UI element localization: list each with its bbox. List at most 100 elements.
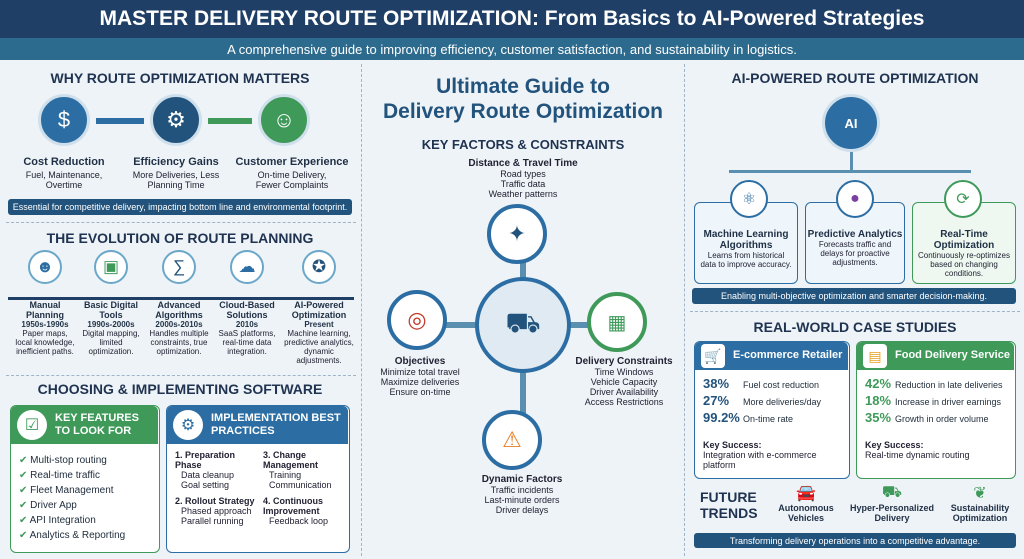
future-item-1: 🚘 Autonomous Vehicles [766,483,846,523]
era-desc: Handles multiple constraints, true optim… [149,329,209,356]
center-title-line2: Delivery Route Optimization [382,100,664,123]
case-title: E-commerce Retailer [733,349,843,361]
autonomous-car-icon: 🚘 [796,485,816,502]
era-years: Present [304,320,334,329]
feature-item: ✔ Analytics & Reporting [19,530,126,541]
checklist-icon: ☑ [17,410,47,440]
ai-title: AI-POWERED ROUTE OPTIMIZATION [731,70,979,86]
factors-diagram [387,204,647,470]
why-title: WHY ROUTE OPTIMIZATION MATTERS [50,70,310,86]
future-label: Autonomous Vehicles [778,503,834,523]
era-years: 2010s [235,320,259,329]
customer-icon: ☺ [258,94,310,146]
page-subtitle: A comprehensive guide to improving effic… [0,38,1024,60]
case-key: Key Success:Real-time dynamic routing [865,440,970,460]
evolution-item-1: ☻ Manual Planning 1950s-1990s Paper maps… [14,250,76,356]
calendar-icon: ▦ [607,311,627,334]
era-name: Basic Digital Tools [83,300,139,320]
dollar-icon: $ [38,94,90,146]
stat-row: 42%Reduction in late deliveries [865,376,1003,391]
leaf-icon: ❦ [973,485,987,502]
era-desc: SaaS platforms, real-time data integrati… [218,329,276,356]
cases-title: REAL-WORLD CASE STUDIES [753,319,957,335]
evolution-item-4: ☁ Cloud-Based Solutions 2010s SaaS platf… [214,250,280,356]
ai-note: Enabling multi-objective optimization an… [692,288,1016,304]
check-icon: ✔ [19,485,31,496]
center-title-line1: Ultimate Guide to [436,75,610,98]
timeline-line [8,297,354,300]
customer-label: Customer Experience [235,156,349,168]
refresh-icon: ⟳ [944,180,982,218]
feature-item: ✔ API Integration [19,515,96,526]
person-icon: ☻ [28,250,62,284]
stat-row: 27%More deliveries/day [703,393,822,408]
stat-row: 38%Fuel cost reduction [703,376,820,391]
case-ecommerce: 🛒 E-commerce Retailer 38%Fuel cost reduc… [694,341,850,479]
future-item-3: ❦ Sustainability Optimization [940,483,1020,523]
arrow-right-icon [96,118,144,124]
ai-card-ml: Machine Learning Algorithms Learns from … [694,202,798,284]
ai-card-desc: Learns from historical data to improve a… [700,251,792,269]
food-bag-icon: ▤ [863,344,887,368]
truck-icon: ⛟ [505,307,541,338]
ai-card-desc: Continuously re-optimizes based on chang… [917,251,1011,278]
gear-clock-icon: ⚙ [150,94,202,146]
ai-card-title: Predictive Analytics [807,229,903,240]
stat-row: 99.2%On-time rate [703,410,794,425]
dynamic-node [482,410,542,470]
era-years: 1990s-2000s [87,320,135,329]
era-name: AI-Powered Optimization [291,300,347,320]
feature-item: ✔ Fleet Management [19,485,114,496]
practices-box: ⚙ IMPLEMENTATION BEST PRACTICES 1. Prepa… [166,405,350,553]
ai-card-title: Real-Time Optimization [933,229,995,251]
center-hub [475,277,571,373]
constraints-node [587,292,647,352]
feature-item: ✔ Driver App [19,500,77,511]
why-note: Essential for competitive delivery, impa… [8,199,352,215]
software-title: CHOOSING & IMPLEMENTING SOFTWARE [37,381,323,397]
page-title: MASTER DELIVERY ROUTE OPTIMIZATION: From… [0,0,1024,38]
stat-row: 35%Growth in order volume [865,410,989,425]
stat-row: 18%Increase in driver earnings [865,393,1002,408]
truck-brain-icon: ✪ [302,250,336,284]
features-list: ✔ Multi-stop routing ✔ Real-time traffic… [19,453,159,543]
future-label: Hyper-Personalized Delivery [849,503,935,523]
check-icon: ✔ [19,470,31,481]
cloud-icon: ☁ [230,250,264,284]
arrow-right-icon [208,118,252,124]
customer-desc: On-time Delivery, Fewer Complaints [255,170,329,190]
features-title: KEY FEATURES TO LOOK FOR [55,412,139,437]
divider-right [684,64,685,556]
feature-item: ✔ Real-time traffic [19,470,101,481]
distance-node [487,204,547,264]
check-icon: ✔ [19,455,31,466]
future-item-2: ⛟ Hyper-Personalized Delivery [846,483,938,523]
delivery-truck-icon: ⛟ [881,484,903,501]
practices-title: IMPLEMENTATION BEST PRACTICES [211,412,341,437]
ai-card-title: Machine Learning Algorithms [703,229,789,251]
evolution-title: THE EVOLUTION OF ROUTE PLANNING [46,230,314,246]
era-years: 1950s-1990s [21,320,69,329]
efficiency-label: Efficiency Gains [133,156,219,168]
separator [690,311,1020,312]
factors-title: KEY FACTORS & CONSTRAINTS [421,137,625,152]
case-stats: 42%Reduction in late deliveries 18%Incre… [865,376,1015,427]
cart-icon: 🛒 [701,344,725,368]
why-section: $ ⚙ ☺ Cost Reduction Fuel, Maintenance, … [0,90,360,202]
circuit-icon: ⚛ [730,180,768,218]
evolution-item-2: ▣ Basic Digital Tools 1990s-2000s Digita… [80,250,142,356]
check-icon: ✔ [19,530,30,541]
cost-reduction-desc: Fuel, Maintenance, Overtime [25,170,103,190]
era-years: 2000s-2010s [155,320,203,329]
target-icon: ◎ [407,307,427,332]
case-title: Food Delivery Service [895,349,1010,361]
era-name: Manual Planning [26,300,64,320]
feature-item: ✔ Multi-stop routing [19,455,107,466]
cost-reduction-label: Cost Reduction [23,156,105,168]
